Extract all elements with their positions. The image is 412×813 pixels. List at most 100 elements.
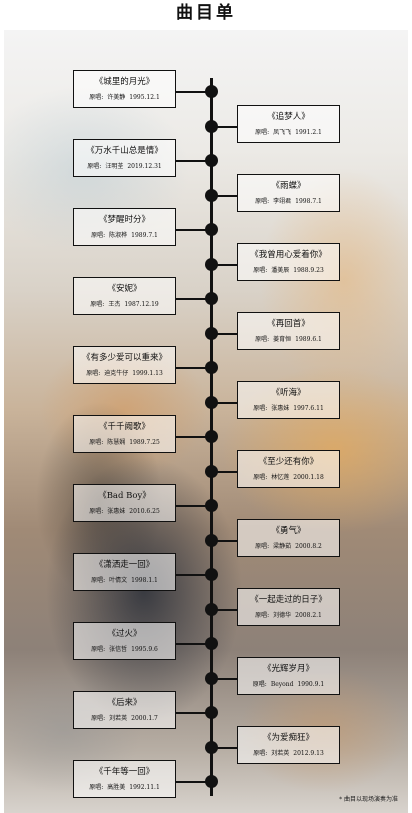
singer-name: 姜育恒 xyxy=(273,336,292,343)
original-singer-label: 原唱: xyxy=(255,543,270,550)
song-title: 《梦醒时分》 xyxy=(98,215,150,225)
timeline-node xyxy=(205,223,218,236)
song-title: 《一起走过的日子》 xyxy=(250,595,327,605)
original-singer-label: 原唱: xyxy=(89,94,104,101)
timeline-node xyxy=(205,120,218,133)
timeline-node xyxy=(205,85,218,98)
timeline-connector xyxy=(212,540,237,542)
singer-name: 高胜美 xyxy=(107,784,126,791)
original-singer-label: 原唱: xyxy=(91,232,106,239)
singer-name: 王杰 xyxy=(108,301,121,308)
timeline-node xyxy=(205,361,218,374)
release-date: 2000.8.2 xyxy=(295,543,322,550)
release-date: 1998.7.1 xyxy=(295,198,322,205)
release-date: 1990.9.1 xyxy=(297,681,325,688)
song-title: 《万水千山总是情》 xyxy=(86,146,163,156)
release-date: 1995.12.1 xyxy=(129,94,160,101)
release-date: 1989.6.1 xyxy=(295,336,322,343)
timeline-node xyxy=(205,534,218,547)
timeline-connector xyxy=(212,678,237,680)
original-singer-label: 原唱: xyxy=(91,577,106,584)
timeline-node xyxy=(205,499,218,512)
singer-name: Beyond xyxy=(270,681,294,688)
original-singer-label: 原唱: xyxy=(255,336,270,343)
original-singer-label: 原唱: xyxy=(89,784,104,791)
release-date: 2008.2.1 xyxy=(295,612,322,619)
timeline-connector xyxy=(176,505,211,507)
timeline-connector xyxy=(212,126,237,128)
timeline-node xyxy=(205,465,218,478)
page-title: 曲目单 xyxy=(176,3,236,23)
original-singer-label: 原唱: xyxy=(253,405,268,412)
singer-name: 陈淑桦 xyxy=(109,232,128,239)
timeline-node xyxy=(205,741,218,754)
original-singer-label: 原唱: xyxy=(253,267,268,274)
timeline-node xyxy=(205,568,218,581)
original-singer-label: 原唱: xyxy=(91,715,106,722)
original-singer-label: 原唱: xyxy=(255,198,270,205)
release-date: 2010.6.25 xyxy=(129,508,160,515)
timeline-connector xyxy=(176,712,211,714)
release-date: 1992.11.1 xyxy=(129,784,160,791)
singer-name: 刘德华 xyxy=(273,612,292,619)
timeline-connector xyxy=(176,643,211,645)
original-singer-label: 原唱: xyxy=(253,750,268,757)
singer-name: 刘若英 xyxy=(271,750,290,757)
timeline-connector xyxy=(176,781,211,783)
singer-name: 张信哲 xyxy=(109,646,128,653)
song-title: 《千千阙歌》 xyxy=(98,422,150,432)
song-title: 《过火》 xyxy=(107,629,142,639)
song-title: 《光辉岁月》 xyxy=(262,664,314,674)
timeline-node xyxy=(205,430,218,443)
singer-name: 张惠妹 xyxy=(107,508,126,515)
song-title: 《有多少爱可以重来》 xyxy=(81,353,167,363)
timeline-connector xyxy=(212,195,237,197)
song-title: 《城里的月光》 xyxy=(94,77,155,87)
footnote: * 曲目以现场演奏为准 xyxy=(339,796,398,803)
song-title: 《千年等一回》 xyxy=(94,767,155,777)
singer-name: 迪克牛仔 xyxy=(104,370,129,377)
song-title: 《至少还有你》 xyxy=(258,457,319,467)
timeline-connector xyxy=(176,229,211,231)
release-date: 2012.9.13 xyxy=(293,750,324,757)
song-title: 《听海》 xyxy=(271,388,306,398)
original-singer-label: 原唱: xyxy=(89,439,104,446)
timeline-node xyxy=(205,603,218,616)
release-date: 1997.6.11 xyxy=(293,405,324,412)
singer-name: 许美静 xyxy=(107,94,126,101)
singer-name: 林忆莲 xyxy=(271,474,290,481)
song-title: 《再回首》 xyxy=(267,319,310,329)
timeline-connector xyxy=(176,436,211,438)
release-date: 1989.7.1 xyxy=(131,232,158,239)
timeline-connector xyxy=(212,471,237,473)
timeline-node xyxy=(205,189,218,202)
timeline-connector xyxy=(176,298,211,300)
